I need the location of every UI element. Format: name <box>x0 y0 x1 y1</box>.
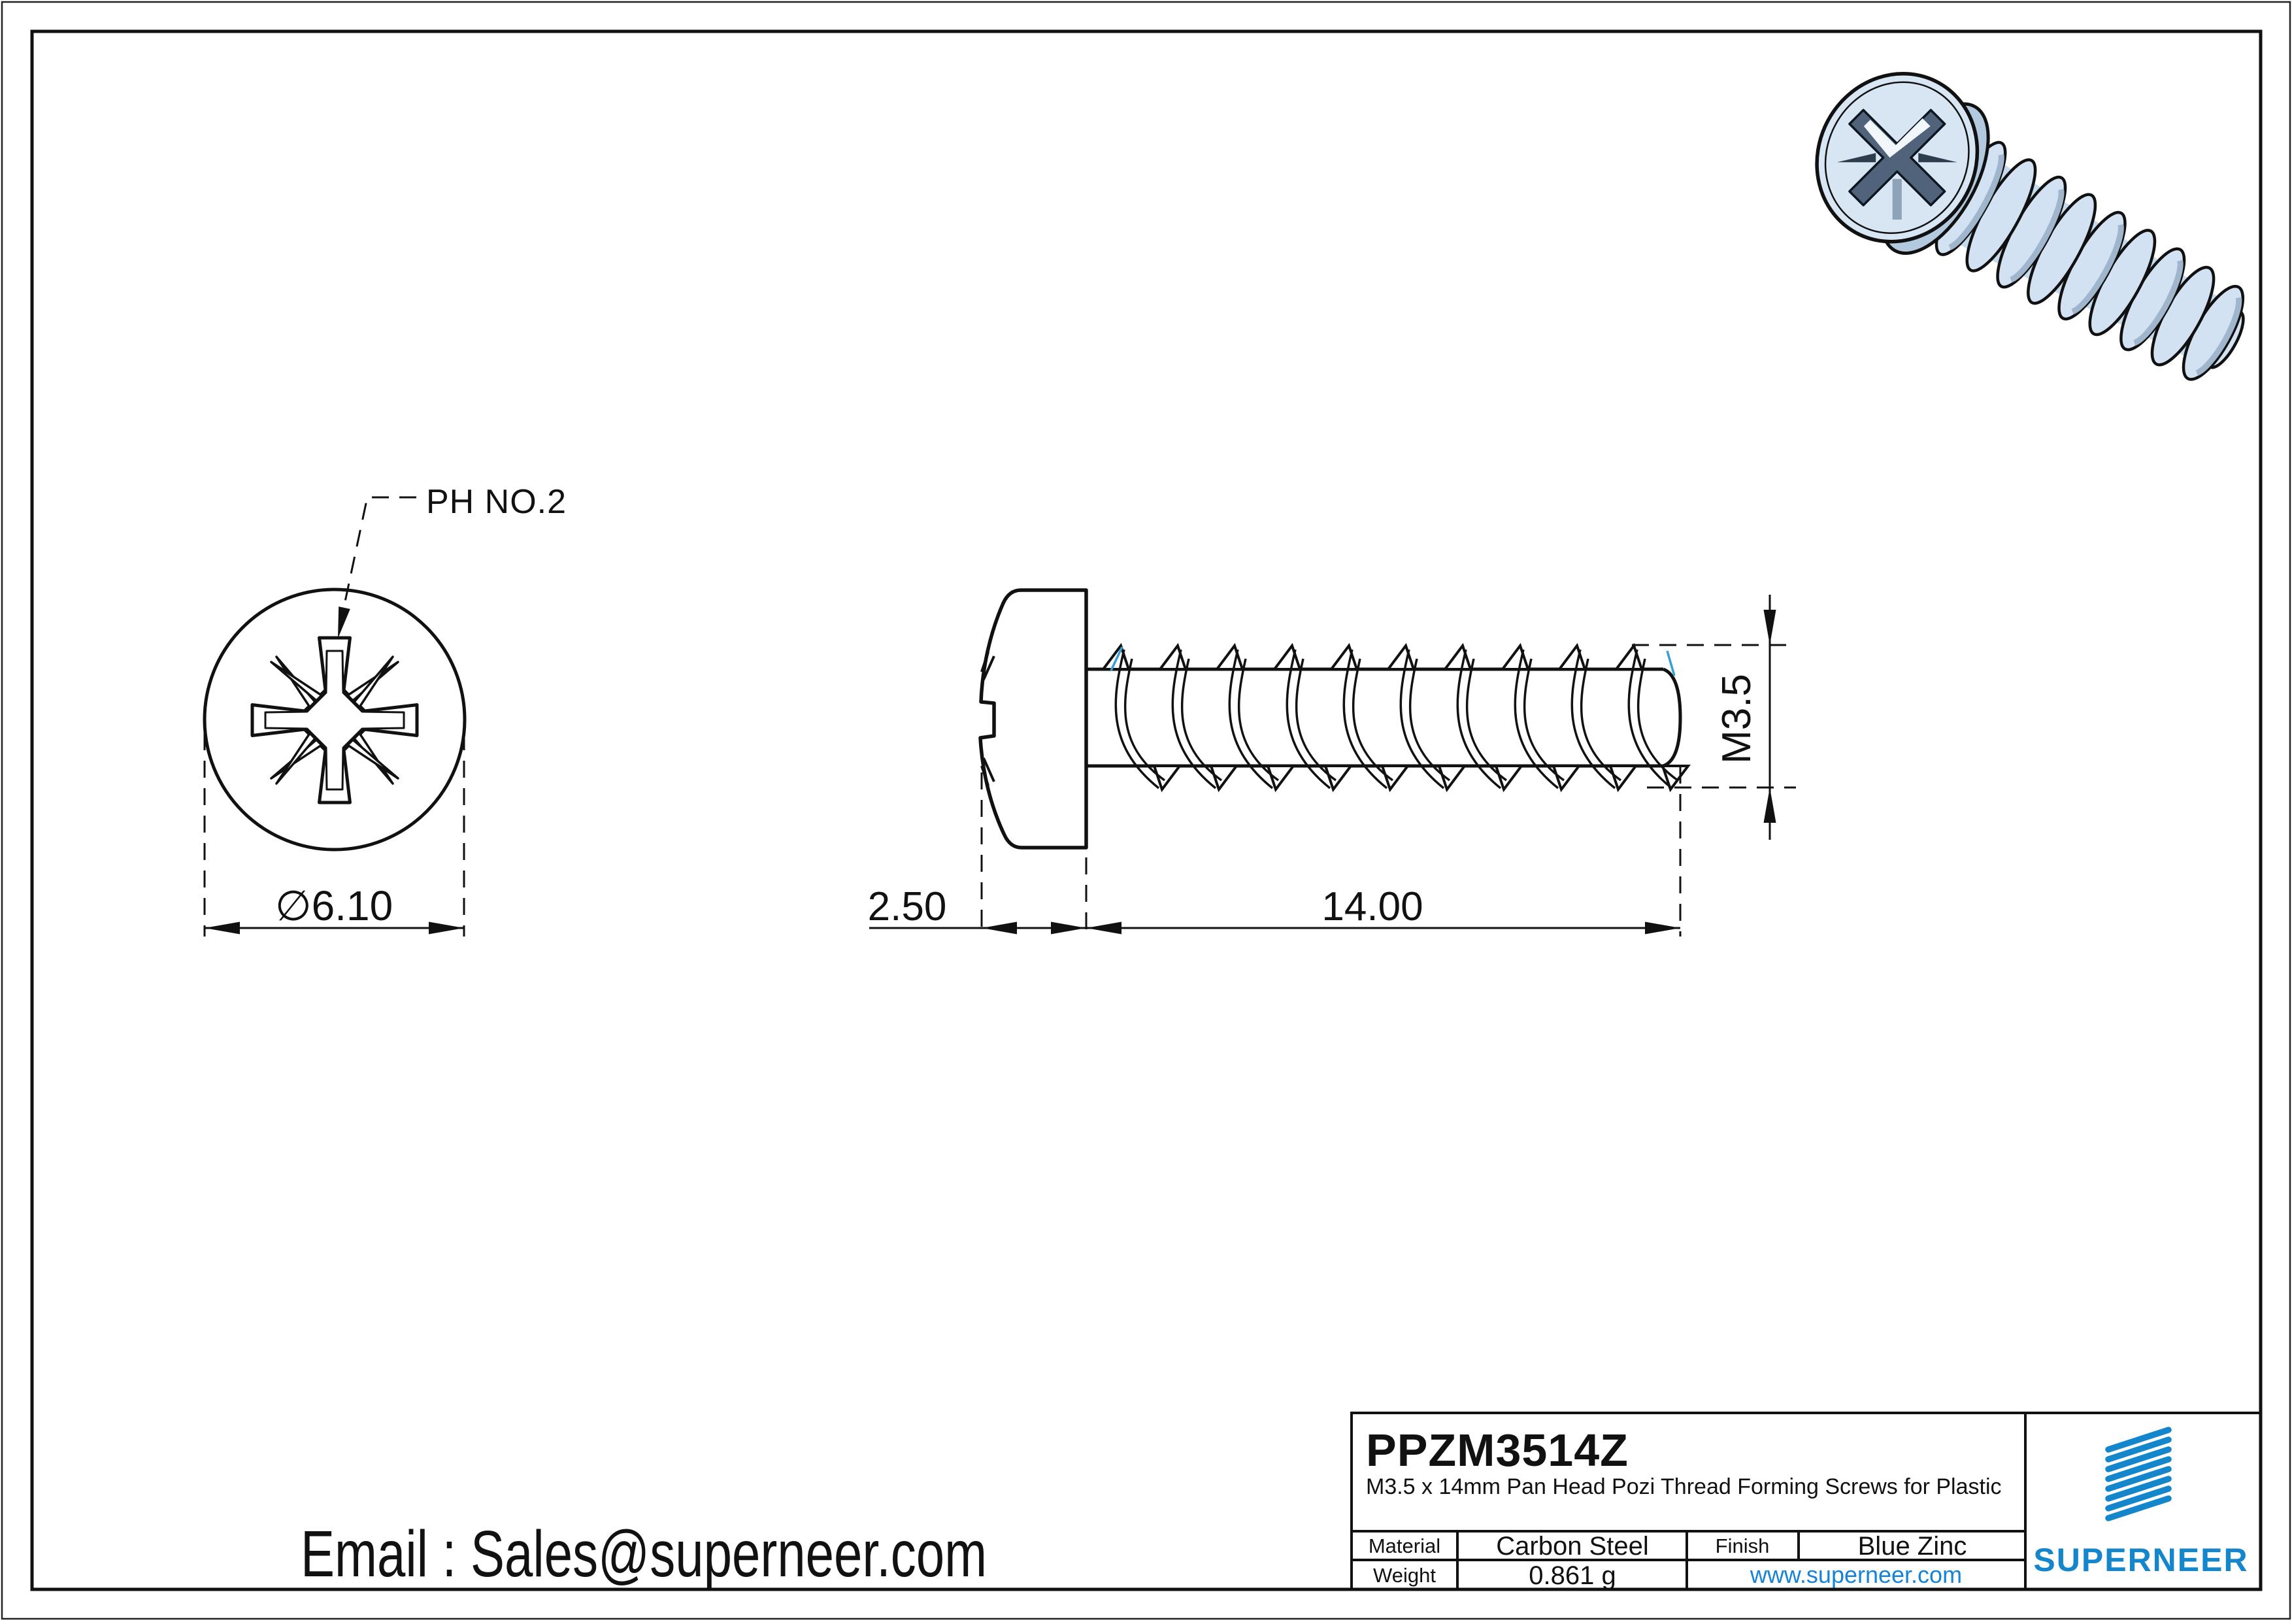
thread-crests-top <box>1102 644 1643 671</box>
screw-3d-thread-shadows <box>1948 154 2242 376</box>
brand-logo: SUPERNEER <box>2033 1427 2248 1578</box>
screw-3d-render <box>1815 71 2245 381</box>
part-description: M3.5 x 14mm Pan Head Pozi Thread Forming… <box>1366 1474 2002 1499</box>
side-view: M3.5 2.50 14.00 <box>868 588 1796 936</box>
diameter-dimension: ∅6.10 <box>203 733 465 936</box>
finish-label: Finish <box>1716 1534 1770 1557</box>
title-block-lines <box>1350 1412 2262 1591</box>
length-dim-text: 14.00 <box>1321 884 1423 929</box>
brand-name: SUPERNEER <box>2033 1542 2248 1578</box>
email-footer: Email : Sales@superneer.com <box>301 1518 987 1591</box>
diameter-dim-text: ∅6.10 <box>275 882 393 929</box>
finish-value: Blue Zinc <box>1858 1532 1967 1561</box>
pozi-recess-front <box>250 636 419 804</box>
material-label: Material <box>1369 1534 1440 1557</box>
drive-label: PH NO.2 <box>426 483 567 521</box>
front-view: PH NO.2 ∅6.10 <box>203 483 567 936</box>
head-height-dim-text: 2.50 <box>868 884 947 929</box>
thread-diameter-dimension: M3.5 <box>1632 595 1796 840</box>
screw-3d-threads <box>1935 141 2245 381</box>
head-recess-ticks <box>980 652 995 786</box>
length-dimensions: 2.50 14.00 <box>868 767 1682 936</box>
weight-label: Weight <box>1373 1564 1436 1587</box>
screw-3d-head-rim <box>1824 81 1970 234</box>
thread-blue-accents <box>1110 646 1676 676</box>
leader-line <box>339 496 416 627</box>
thread-dim-text: M3.5 <box>1714 674 1759 764</box>
inner-frame <box>30 29 2263 1591</box>
pozi-inner-cross <box>264 650 405 791</box>
email-text[interactable]: Email : Sales@superneer.com <box>301 1518 987 1591</box>
logo-stripes-icon <box>2105 1427 2172 1521</box>
part-number: PPZM3514Z <box>1366 1425 1629 1476</box>
material-value: Carbon Steel <box>1496 1532 1648 1561</box>
shaft-tip <box>1662 667 1682 768</box>
website-link[interactable]: www.superneer.com <box>1750 1561 1962 1588</box>
drive-callout: PH NO.2 <box>332 483 567 640</box>
head-profile <box>978 588 1088 850</box>
title-block: PPZM3514Z M3.5 x 14mm Pan Head Pozi Thre… <box>1350 1412 2262 1591</box>
weight-value: 0.861 g <box>1529 1561 1616 1590</box>
